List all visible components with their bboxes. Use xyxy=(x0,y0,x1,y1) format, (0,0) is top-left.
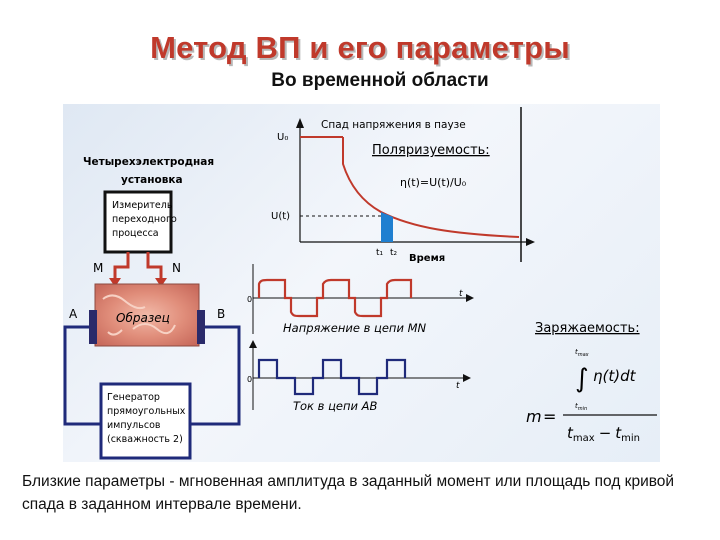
sample-label: Образец xyxy=(116,311,170,325)
wire-n xyxy=(148,252,161,280)
integral-sign-icon: ∫ xyxy=(575,364,589,394)
decay-t1-label: t₁ xyxy=(376,248,384,258)
decay-t2-label: t₂ xyxy=(390,248,398,258)
current-x-arrow-icon xyxy=(463,374,471,382)
integral-lower: tmin xyxy=(575,402,587,412)
decay-ut-label: U(t) xyxy=(271,211,290,222)
decay-y-arrow-icon xyxy=(296,118,304,128)
integral-upper: tmax xyxy=(575,348,589,358)
electrode-b-label: B xyxy=(217,307,225,321)
chargeability-eq: = xyxy=(543,407,556,426)
voltage-x-arrow-icon xyxy=(466,294,474,302)
electrode-a xyxy=(89,310,97,344)
electrode-a-label: A xyxy=(69,307,78,321)
generator-line-3: импульсов xyxy=(107,420,161,431)
polarizability-formula: η(t)=U(t)/U₀ xyxy=(400,176,467,189)
current-zero: 0 xyxy=(247,375,252,384)
method-figure: Четырехэлектродная установка Измеритель … xyxy=(63,104,660,462)
meter-line-3: процесса xyxy=(112,228,159,239)
generator-line-1: Генератор xyxy=(107,392,160,403)
slide-subtitle: Во временной области xyxy=(0,70,720,92)
setup-label-2: установка xyxy=(121,174,183,186)
current-t: t xyxy=(456,381,460,391)
decay-xlabel: Время xyxy=(409,253,445,264)
voltage-zero: 0 xyxy=(247,295,252,304)
slide-caption: Близкие параметры - мгновенная амплитуда… xyxy=(22,470,702,516)
current-y-arrow-icon xyxy=(249,340,257,348)
decay-area xyxy=(381,212,393,242)
meter-line-2: переходного xyxy=(112,214,177,225)
current-waveform xyxy=(259,360,405,394)
decay-title: Спад напряжения в паузе xyxy=(321,119,466,131)
current-label: Ток в цепи AB xyxy=(293,399,378,413)
meter-line-1: Измеритель xyxy=(112,200,173,211)
chargeability-label: Заряжаемость: xyxy=(535,321,640,336)
slide-title: Метод ВП и его параметры xyxy=(0,30,720,66)
polarizability-label: Поляризуемость: xyxy=(372,143,490,158)
setup-label-1: Четырехэлектродная xyxy=(83,156,214,168)
electrode-n-label: N xyxy=(172,261,181,275)
voltage-t: t xyxy=(459,289,463,299)
integral-body: η(t)dt xyxy=(593,367,637,385)
voltage-label: Напряжение в цепи MN xyxy=(283,321,426,335)
wire-m xyxy=(115,252,128,280)
denominator: tmax−tmin xyxy=(567,424,640,444)
electrode-b xyxy=(197,310,205,344)
electrode-m-label: M xyxy=(93,261,103,275)
generator-line-4: (скважность 2) xyxy=(107,434,183,445)
generator-line-2: прямоугольных xyxy=(107,406,186,417)
decay-u0-label: U₀ xyxy=(277,132,288,143)
decay-x-arrow-icon xyxy=(526,238,535,246)
chargeability-m: m xyxy=(526,407,542,426)
